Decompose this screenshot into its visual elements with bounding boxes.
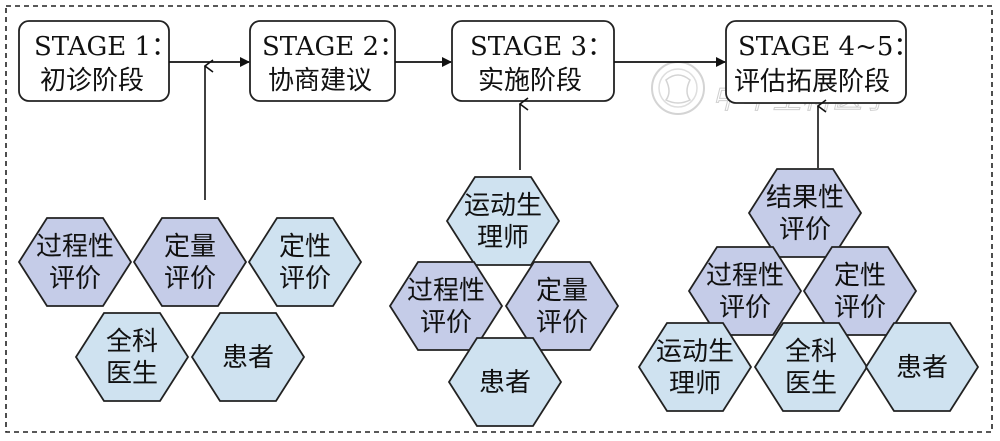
hex-label-line2: 评价 bbox=[164, 264, 216, 294]
hex-label-line2: 评价 bbox=[834, 293, 886, 323]
stage-1-line1: STAGE 1： bbox=[34, 32, 177, 62]
hexagon-shape bbox=[17, 217, 133, 307]
hex-label-line1: 过程性 bbox=[36, 232, 114, 262]
hex-label-line1: 过程性 bbox=[407, 276, 485, 306]
hexagon-shape bbox=[388, 261, 504, 351]
stage-box-2: STAGE 2： 协商建议 bbox=[249, 20, 405, 102]
hex-label-line1: 全科 bbox=[106, 327, 158, 357]
hexagon-layer: 过程性评价定量评价定性评价全科医生患者运动生理师过程性评价定量评价患者结果性评价… bbox=[17, 168, 980, 427]
hex-label-line1: 患者 bbox=[896, 353, 948, 383]
stage-1-line2: 初诊阶段 bbox=[40, 66, 144, 96]
stage-box-4: STAGE 4~5： 评估拓展阶段 bbox=[725, 20, 919, 104]
watermark-seal-icon bbox=[651, 61, 705, 115]
hex-label-line2: 理师 bbox=[669, 369, 721, 399]
hex-label-line1: 定量 bbox=[164, 232, 216, 262]
hex-label-line1: 定性 bbox=[279, 232, 331, 262]
stage-4-line1: STAGE 4~5： bbox=[738, 32, 919, 62]
hex-label-line1: 结果性 bbox=[766, 183, 844, 213]
hex-label-line2: 理师 bbox=[477, 223, 529, 253]
stage-3-line2: 实施阶段 bbox=[478, 66, 582, 96]
hex-cell-g2-4: 患者 bbox=[447, 337, 563, 427]
hexagon-shape bbox=[190, 312, 306, 402]
stage-4-line2: 评估拓展阶段 bbox=[734, 67, 890, 97]
dashed-border bbox=[5, 5, 993, 433]
hex-label-line1: 运动生 bbox=[464, 191, 542, 221]
stage-2-line1: STAGE 2： bbox=[262, 32, 405, 62]
hex-label-line1: 患者 bbox=[222, 343, 274, 373]
hex-label-line2: 评价 bbox=[49, 264, 101, 294]
hex-label-line1: 定性 bbox=[834, 261, 886, 291]
hexagon-shape bbox=[132, 217, 248, 307]
hex-cell-g1-5: 患者 bbox=[190, 312, 306, 402]
hex-label-line1: 运动生 bbox=[656, 337, 734, 367]
hex-label-line2: 评价 bbox=[279, 264, 331, 294]
stage-3-line1: STAGE 3： bbox=[470, 32, 613, 62]
hexagon-shape bbox=[864, 322, 980, 412]
hex-label-line1: 患者 bbox=[479, 368, 531, 398]
hex-label-line1: 过程性 bbox=[706, 261, 784, 291]
hex-label-line2: 评价 bbox=[420, 308, 472, 338]
hex-cell-g3-6: 患者 bbox=[864, 322, 980, 412]
hexagon-shape bbox=[74, 312, 190, 402]
hex-label-line2: 医生 bbox=[106, 359, 158, 389]
stage-2-line2: 协商建议 bbox=[268, 66, 372, 96]
hexagon-shape bbox=[447, 337, 563, 427]
hex-label-line1: 全科 bbox=[785, 337, 837, 367]
stage-box-3: STAGE 3： 实施阶段 bbox=[451, 20, 615, 102]
hex-label-line2: 评价 bbox=[536, 308, 588, 338]
hex-label-line2: 评价 bbox=[719, 293, 771, 323]
hexagon-shape bbox=[247, 217, 363, 307]
stage-box-1: STAGE 1： 初诊阶段 bbox=[18, 20, 177, 102]
hexagon-shape bbox=[637, 322, 753, 412]
hex-label-line2: 评价 bbox=[779, 215, 831, 245]
hex-label-line1: 定量 bbox=[536, 276, 588, 306]
hex-label-line2: 医生 bbox=[785, 369, 837, 399]
